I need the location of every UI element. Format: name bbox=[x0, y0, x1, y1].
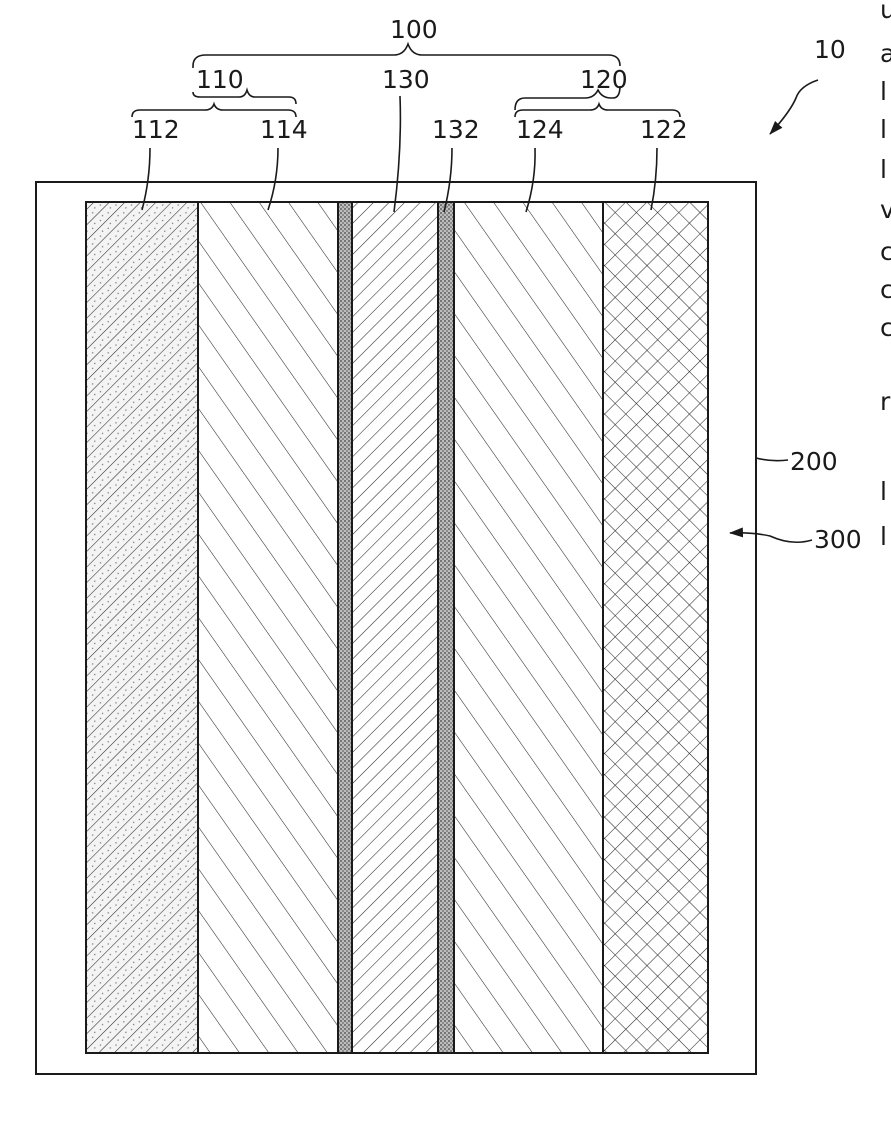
brace-100 bbox=[193, 44, 620, 66]
layer-124 bbox=[454, 202, 603, 1053]
ref-110: 110 bbox=[196, 65, 244, 94]
ref-122: 122 bbox=[640, 115, 688, 144]
layer-132 bbox=[438, 202, 454, 1053]
svg-text:u: u bbox=[880, 0, 891, 24]
ref-200: 200 bbox=[790, 447, 838, 476]
leader-200 bbox=[756, 458, 788, 461]
ref-124: 124 bbox=[516, 115, 564, 144]
leader-112 bbox=[142, 148, 150, 210]
ref-112: 112 bbox=[132, 115, 180, 144]
svg-text:l: l bbox=[880, 477, 887, 506]
leader-114 bbox=[268, 148, 278, 210]
svg-text:c: c bbox=[880, 275, 891, 304]
arrow-300 bbox=[730, 533, 812, 542]
arrow-10 bbox=[770, 80, 818, 134]
layer-112 bbox=[86, 202, 198, 1053]
ref-100: 100 bbox=[390, 15, 438, 44]
svg-text:c: c bbox=[880, 313, 891, 342]
svg-text:v: v bbox=[880, 195, 891, 224]
layer-stack bbox=[86, 202, 708, 1053]
layer-122 bbox=[603, 202, 708, 1053]
ref-300: 300 bbox=[814, 525, 862, 554]
ref-120: 120 bbox=[580, 65, 628, 94]
ref-10: 10 bbox=[814, 35, 846, 64]
leader-122 bbox=[651, 148, 657, 210]
svg-text:l: l bbox=[880, 155, 887, 184]
svg-text:l: l bbox=[880, 77, 887, 106]
ref-132: 132 bbox=[432, 115, 480, 144]
svg-text:c: c bbox=[880, 237, 891, 266]
leader-130 bbox=[394, 96, 400, 212]
separator-layer bbox=[338, 202, 352, 1053]
svg-text:l: l bbox=[880, 522, 887, 551]
svg-text:a: a bbox=[880, 39, 891, 68]
ref-130: 130 bbox=[382, 65, 430, 94]
layer-114 bbox=[198, 202, 338, 1053]
svg-text:l: l bbox=[880, 115, 887, 144]
svg-text:r: r bbox=[880, 387, 891, 416]
edge-text-fragments: u a l l l v c c c r l l bbox=[880, 0, 891, 551]
ref-114: 114 bbox=[260, 115, 308, 144]
layer-130 bbox=[352, 202, 438, 1053]
